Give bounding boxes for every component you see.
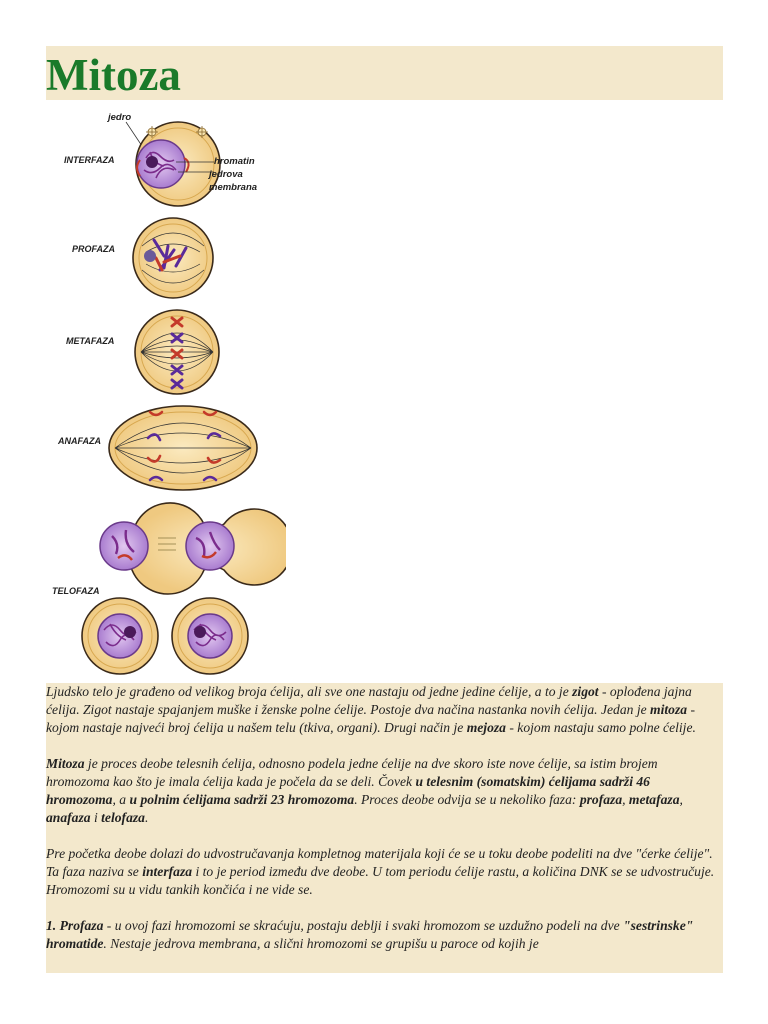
nucleus-label: jedro xyxy=(106,112,131,123)
phase-label-telofaza: TELOFAZA xyxy=(52,586,100,596)
phase-label-metafaza: METAFAZA xyxy=(66,336,114,346)
text-run: - kojom nastaju samo polne ćelije. xyxy=(505,720,696,735)
text-run: i xyxy=(90,810,102,825)
term-interfaza: interfaza xyxy=(142,864,193,879)
term-sister-chromatids: "sestrinske" hromatide xyxy=(46,918,694,951)
heading-profaza: 1. Profaza xyxy=(46,918,104,933)
text-run: je proces deobe telesnih ćelija, odnosno… xyxy=(46,756,658,789)
mitosis-figure: jedro INTERFAZA hromatin jedrova membran… xyxy=(46,100,286,685)
text-panel: Ljudsko telo je građeno od velikog broja… xyxy=(46,683,723,973)
term-telofaza: telofaza xyxy=(101,810,145,825)
term-mitoza: Mitoza xyxy=(46,756,85,771)
term-somatic: u telesnim (somatskim) ćelijama sadrži 4… xyxy=(46,774,650,807)
page-title: Mitoza xyxy=(46,50,181,100)
paragraph-mitosis-definition: Mitoza je proces deobe telesnih ćelija, … xyxy=(46,755,723,827)
membrane-label-2: membrana xyxy=(209,182,257,193)
daughter-cell-left xyxy=(81,597,159,675)
membrane-label-1: jedrova xyxy=(207,169,243,180)
text-run: . Nestaje jedrova membrana, a slični hro… xyxy=(103,936,539,951)
term-mitoza: mitoza xyxy=(650,702,688,717)
term-zigot: zigot xyxy=(572,684,599,699)
term-profaza: profaza xyxy=(579,792,623,807)
text-run: Pre početka deobe dolazi do udvostručava… xyxy=(46,846,713,879)
text-run: . Proces deobe odvija se u nekoliko faza… xyxy=(354,792,580,807)
metaphase-cell: METAFAZA xyxy=(66,309,220,395)
text-run: . xyxy=(144,810,149,825)
term-anafaza: anafaza xyxy=(46,810,91,825)
article-body: Ljudsko telo je građeno od velikog broja… xyxy=(46,683,723,971)
text-run: - oplođena jajna ćelija. Zigot nastaje s… xyxy=(46,684,692,717)
phase-label-anafaza: ANAFAZA xyxy=(57,436,101,446)
text-run: , xyxy=(679,792,683,807)
text-run: , a xyxy=(112,792,130,807)
phase-label-profaza: PROFAZA xyxy=(72,244,115,254)
term-sex-cells: u polnim ćelijama sadrži 23 hromozoma xyxy=(129,792,355,807)
term-metafaza: metafaza xyxy=(628,792,680,807)
chromatin-label: hromatin xyxy=(214,156,255,167)
text-run: - kojom nastaje najveći broj ćelija u na… xyxy=(46,702,695,735)
text-run: - u ovoj fazi hromozomi se skraćuju, pos… xyxy=(103,918,624,933)
paragraph-prophase: 1. Profaza - u ovoj fazi hromozomi se sk… xyxy=(46,917,723,953)
telophase-dividing-cell: TELOFAZA xyxy=(52,502,286,596)
mitosis-diagram: jedro INTERFAZA hromatin jedrova membran… xyxy=(52,112,286,675)
term-mejoza: mejoza xyxy=(466,720,506,735)
prophase-cell: PROFAZA xyxy=(72,217,214,299)
phase-label-interfaza: INTERFAZA xyxy=(64,155,115,165)
daughter-cell-right xyxy=(171,597,249,675)
title-bar: Mitoza xyxy=(46,46,723,100)
text-run: i to je period između dve deobe. U tom p… xyxy=(46,864,715,897)
anaphase-cell: ANAFAZA xyxy=(57,405,258,491)
paragraph-interphase: Pre početka deobe dolazi do udvostručava… xyxy=(46,845,723,899)
text-run: Ljudsko telo je građeno od velikog broja… xyxy=(46,684,573,699)
interphase-cell: jedro INTERFAZA hromatin jedrova membran… xyxy=(64,112,257,207)
paragraph-intro: Ljudsko telo je građeno od velikog broja… xyxy=(46,683,723,737)
text-run: , xyxy=(622,792,629,807)
